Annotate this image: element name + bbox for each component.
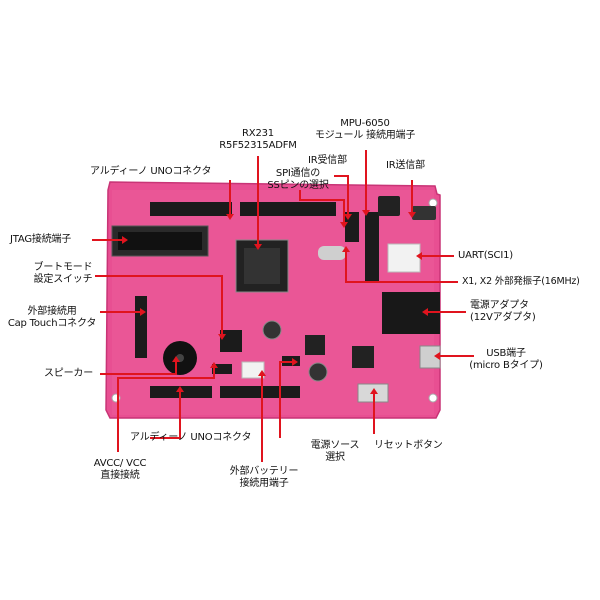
label-usb-line1: USB端子 [458, 348, 554, 360]
mcu-die [244, 248, 280, 284]
label-battery-line1: 外部バッテリー [222, 466, 306, 478]
label-source-line2: 選択 [300, 452, 370, 464]
label-power-line1: 電源アダプタ [470, 300, 536, 312]
mount-hole [429, 199, 437, 207]
mpu-connector [365, 212, 379, 282]
label-arduino-top: アルディーノ UNOコネクタ [90, 166, 211, 178]
label-crystal: X1, X2 外部発振子(16MHz) [462, 276, 580, 288]
regulator [305, 335, 325, 355]
label-ir-receiver: IR受信部 [308, 155, 347, 167]
uart-connector [388, 244, 420, 272]
label-mcu-line2: R5F52315ADFM [208, 140, 308, 152]
label-boot-line1: ブートモード [28, 262, 98, 274]
label-battery-line2: 接続用端子 [222, 478, 306, 490]
label-mpu-line1: MPU-6050 [300, 118, 430, 130]
regulator [352, 346, 374, 368]
mount-hole [429, 394, 437, 402]
label-spi: SPI通信の SSピンの選択 [262, 168, 334, 192]
label-mpu-line2: モジュール 接続用端子 [300, 130, 430, 142]
label-ext-line2: Cap Touchコネクタ [6, 318, 98, 330]
label-boot: ブートモード 設定スイッチ [28, 262, 98, 286]
label-source: 電源ソース 選択 [300, 440, 370, 464]
label-usb-line2: (micro Bタイプ) [458, 360, 554, 372]
boot-switch [220, 330, 242, 352]
arduino-top-header-left [150, 202, 232, 216]
label-ir-transmitter: IR送信部 [386, 160, 425, 172]
label-source-line1: 電源ソース [300, 440, 370, 452]
label-spi-line2: SSピンの選択 [262, 180, 334, 192]
label-arduino-bottom: アルディーノ UNOコネクタ [130, 432, 251, 444]
label-mcu-line1: RX231 [208, 128, 308, 140]
label-jtag: JTAG接続端子 [10, 234, 71, 246]
label-spi-line1: SPI通信の [262, 168, 334, 180]
arduino-bottom-header-right [220, 386, 300, 398]
label-ext: 外部接続用 Cap Touchコネクタ [6, 306, 98, 330]
label-boot-line2: 設定スイッチ [28, 274, 98, 286]
label-reset: リセットボタン [374, 440, 443, 452]
label-usb: USB端子 (micro Bタイプ) [458, 348, 554, 372]
label-battery: 外部バッテリー 接続用端子 [222, 466, 306, 490]
label-avcc-line1: AVCC/ VCC [80, 458, 160, 470]
label-uart: UART(SCI1) [458, 250, 513, 262]
label-power-line2: (12Vアダプタ) [470, 312, 536, 324]
label-ext-line1: 外部接続用 [6, 306, 98, 318]
label-speaker: スピーカー [44, 368, 93, 380]
label-power: 電源アダプタ (12Vアダプタ) [470, 300, 536, 324]
pcb-board [106, 182, 440, 418]
cap-touch-connector [135, 296, 147, 358]
arduino-top-header-right [240, 202, 336, 216]
label-mpu: MPU-6050 モジュール 接続用端子 [300, 118, 430, 142]
jtag-pins [118, 232, 202, 250]
capacitor [263, 321, 281, 339]
ir-receiver [378, 196, 400, 216]
label-avcc: AVCC/ VCC 直接接続 [80, 458, 160, 482]
label-mcu: RX231 R5F52315ADFM [208, 128, 308, 152]
label-avcc-line2: 直接接続 [80, 470, 160, 482]
ir-transmitter [412, 206, 436, 220]
crystal [318, 246, 346, 260]
capacitor [309, 363, 327, 381]
